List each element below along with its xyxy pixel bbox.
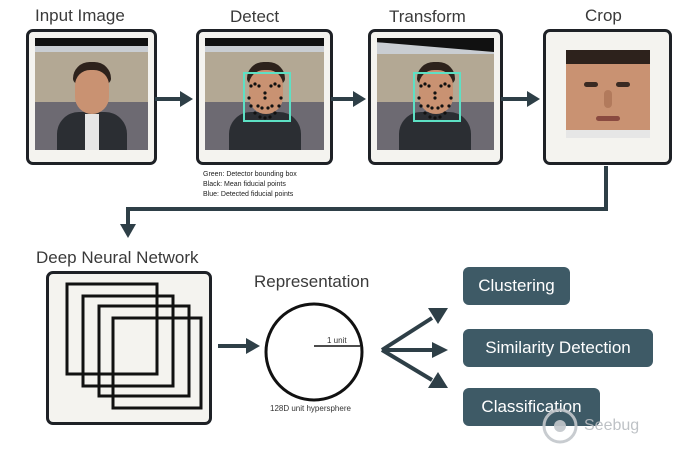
arrowhead-transform-to-crop — [527, 91, 540, 107]
arrowhead-detect-to-transform — [353, 91, 366, 107]
seebug-logo-icon — [542, 408, 578, 444]
aligned-bounding-box — [413, 72, 461, 122]
detector-bounding-box — [243, 72, 291, 122]
black-bar — [205, 38, 324, 46]
crop-frame — [543, 29, 672, 165]
crop-photo — [566, 50, 650, 138]
detect-title: Detect — [230, 7, 280, 26]
arrowhead-crop-to-network — [120, 224, 136, 238]
arrowhead-to-clustering — [428, 308, 448, 324]
shirt — [85, 114, 99, 150]
arrowhead-to-classification — [428, 372, 448, 388]
face — [75, 70, 109, 114]
unit-label: 1 unit — [327, 336, 347, 345]
clustering-label: Clustering — [463, 267, 570, 305]
left-eye — [584, 82, 598, 87]
seebug-watermark: Seebug — [540, 406, 639, 446]
arrow-network-to-representation — [218, 338, 260, 354]
arrow-to-classification — [380, 348, 434, 382]
transform-photo — [377, 38, 494, 150]
watermark-text: Seebug — [584, 417, 640, 434]
aligned-fiducial-points — [417, 82, 453, 120]
hypersphere-icon — [264, 302, 364, 402]
similarity-detection-label: Similarity Detection — [463, 329, 653, 367]
legend-green: Green: Detector bounding box — [203, 171, 297, 178]
crop-title: Crop — [585, 6, 622, 25]
network-title: Deep Neural Network — [36, 248, 199, 267]
transform-title: Transform — [389, 7, 466, 26]
arrow-crop-to-network — [126, 166, 608, 226]
output-arrows — [380, 308, 448, 388]
hypersphere-caption: 128D unit hypersphere — [270, 404, 351, 413]
hair — [566, 50, 650, 64]
collar — [566, 130, 650, 138]
nose — [604, 90, 612, 108]
arrowhead-input-to-detect — [180, 91, 193, 107]
transform-frame — [368, 29, 503, 165]
network-frame — [46, 271, 212, 425]
legend-blue: Blue: Detected fiducial points — [203, 191, 294, 198]
fiducial-points — [247, 82, 283, 120]
representation-title: Representation — [254, 272, 370, 291]
input-image-title: Input Image — [35, 6, 125, 25]
arrowhead-to-similarity — [432, 342, 448, 358]
detect-photo — [205, 38, 324, 150]
network-layers-icon — [65, 282, 203, 410]
right-eye — [616, 82, 630, 87]
arrow-to-clustering — [380, 316, 434, 352]
detect-frame — [196, 29, 333, 165]
input-photo — [35, 38, 148, 150]
mouth — [596, 116, 620, 121]
black-bar — [35, 38, 148, 46]
legend-black: Black: Mean fiducial points — [203, 181, 286, 188]
detect-legend: Green: Detector bounding box Black: Mean… — [203, 170, 297, 200]
